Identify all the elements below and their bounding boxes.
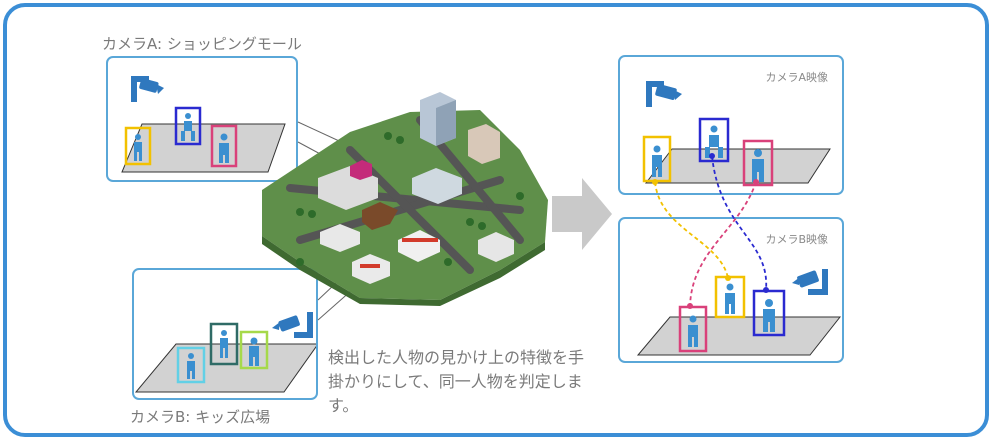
building [362, 202, 398, 230]
person-icon [742, 139, 774, 187]
building [412, 168, 462, 204]
camera-a-panel [106, 56, 298, 182]
arrow-right-icon [552, 178, 612, 250]
person-icon [239, 330, 269, 370]
camera-a-label: カメラA: ショッピングモール [102, 35, 302, 53]
person-icon [678, 305, 708, 353]
person-icon [698, 117, 730, 163]
building [318, 160, 378, 210]
building [320, 224, 360, 252]
person-icon [174, 106, 202, 146]
person-icon [124, 126, 152, 166]
building [420, 92, 456, 146]
camera-b-feed-title: カメラB映像 [765, 233, 828, 246]
person-icon [176, 346, 206, 384]
caption-text: 検出した人物の見かけ上の特徴を手掛かりにして、同一人物を判定します。 [328, 348, 585, 415]
camera-a-feed-title: カメラA映像 [765, 71, 828, 84]
camera-b-panel [132, 268, 318, 400]
building [398, 230, 440, 262]
camera-icon [272, 312, 313, 338]
camera-a-feed-panel: カメラA映像 [618, 55, 844, 195]
building [352, 254, 390, 284]
person-icon [642, 135, 672, 183]
camera-icon [131, 76, 164, 102]
camera-icon [646, 81, 682, 107]
person-icon [210, 124, 238, 168]
camera-icon [792, 269, 828, 295]
person-icon [209, 322, 239, 366]
person-icon [752, 289, 786, 337]
camera-b-feed-panel: カメラB映像 [618, 217, 844, 363]
building [478, 232, 514, 262]
camera-b-label: カメラB: キッズ広場 [130, 408, 271, 426]
building [468, 124, 500, 164]
